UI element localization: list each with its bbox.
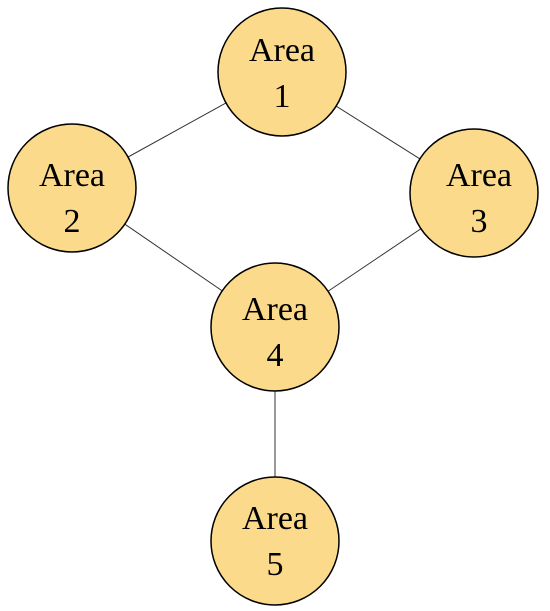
node-area-4-circle	[210, 262, 340, 392]
node-area-1-number: 1	[274, 78, 291, 115]
node-area-1-label: Area	[249, 32, 315, 69]
node-area-4-number: 4	[267, 337, 284, 374]
node-area-3: Area 3	[409, 128, 539, 258]
node-area-2-number: 2	[64, 203, 81, 240]
node-area-1: Area 1	[217, 7, 347, 137]
node-area-3-number: 3	[471, 203, 488, 240]
node-area-5-number: 5	[267, 546, 284, 583]
nodes-layer: Area 1 Area 2 Area 3 Area 4 Area 5	[7, 7, 539, 606]
node-area-5-label: Area	[242, 500, 308, 537]
node-area-2-circle	[7, 123, 137, 253]
node-area-4-label: Area	[242, 291, 308, 328]
node-area-3-circle	[409, 128, 539, 258]
node-area-2: Area 2	[7, 123, 137, 253]
node-area-5-circle	[210, 476, 340, 606]
node-area-4: Area 4	[210, 262, 340, 392]
node-area-1-circle	[217, 7, 347, 137]
node-area-2-label: Area	[39, 157, 105, 194]
node-area-3-label: Area	[446, 157, 512, 194]
node-area-5: Area 5	[210, 476, 340, 606]
